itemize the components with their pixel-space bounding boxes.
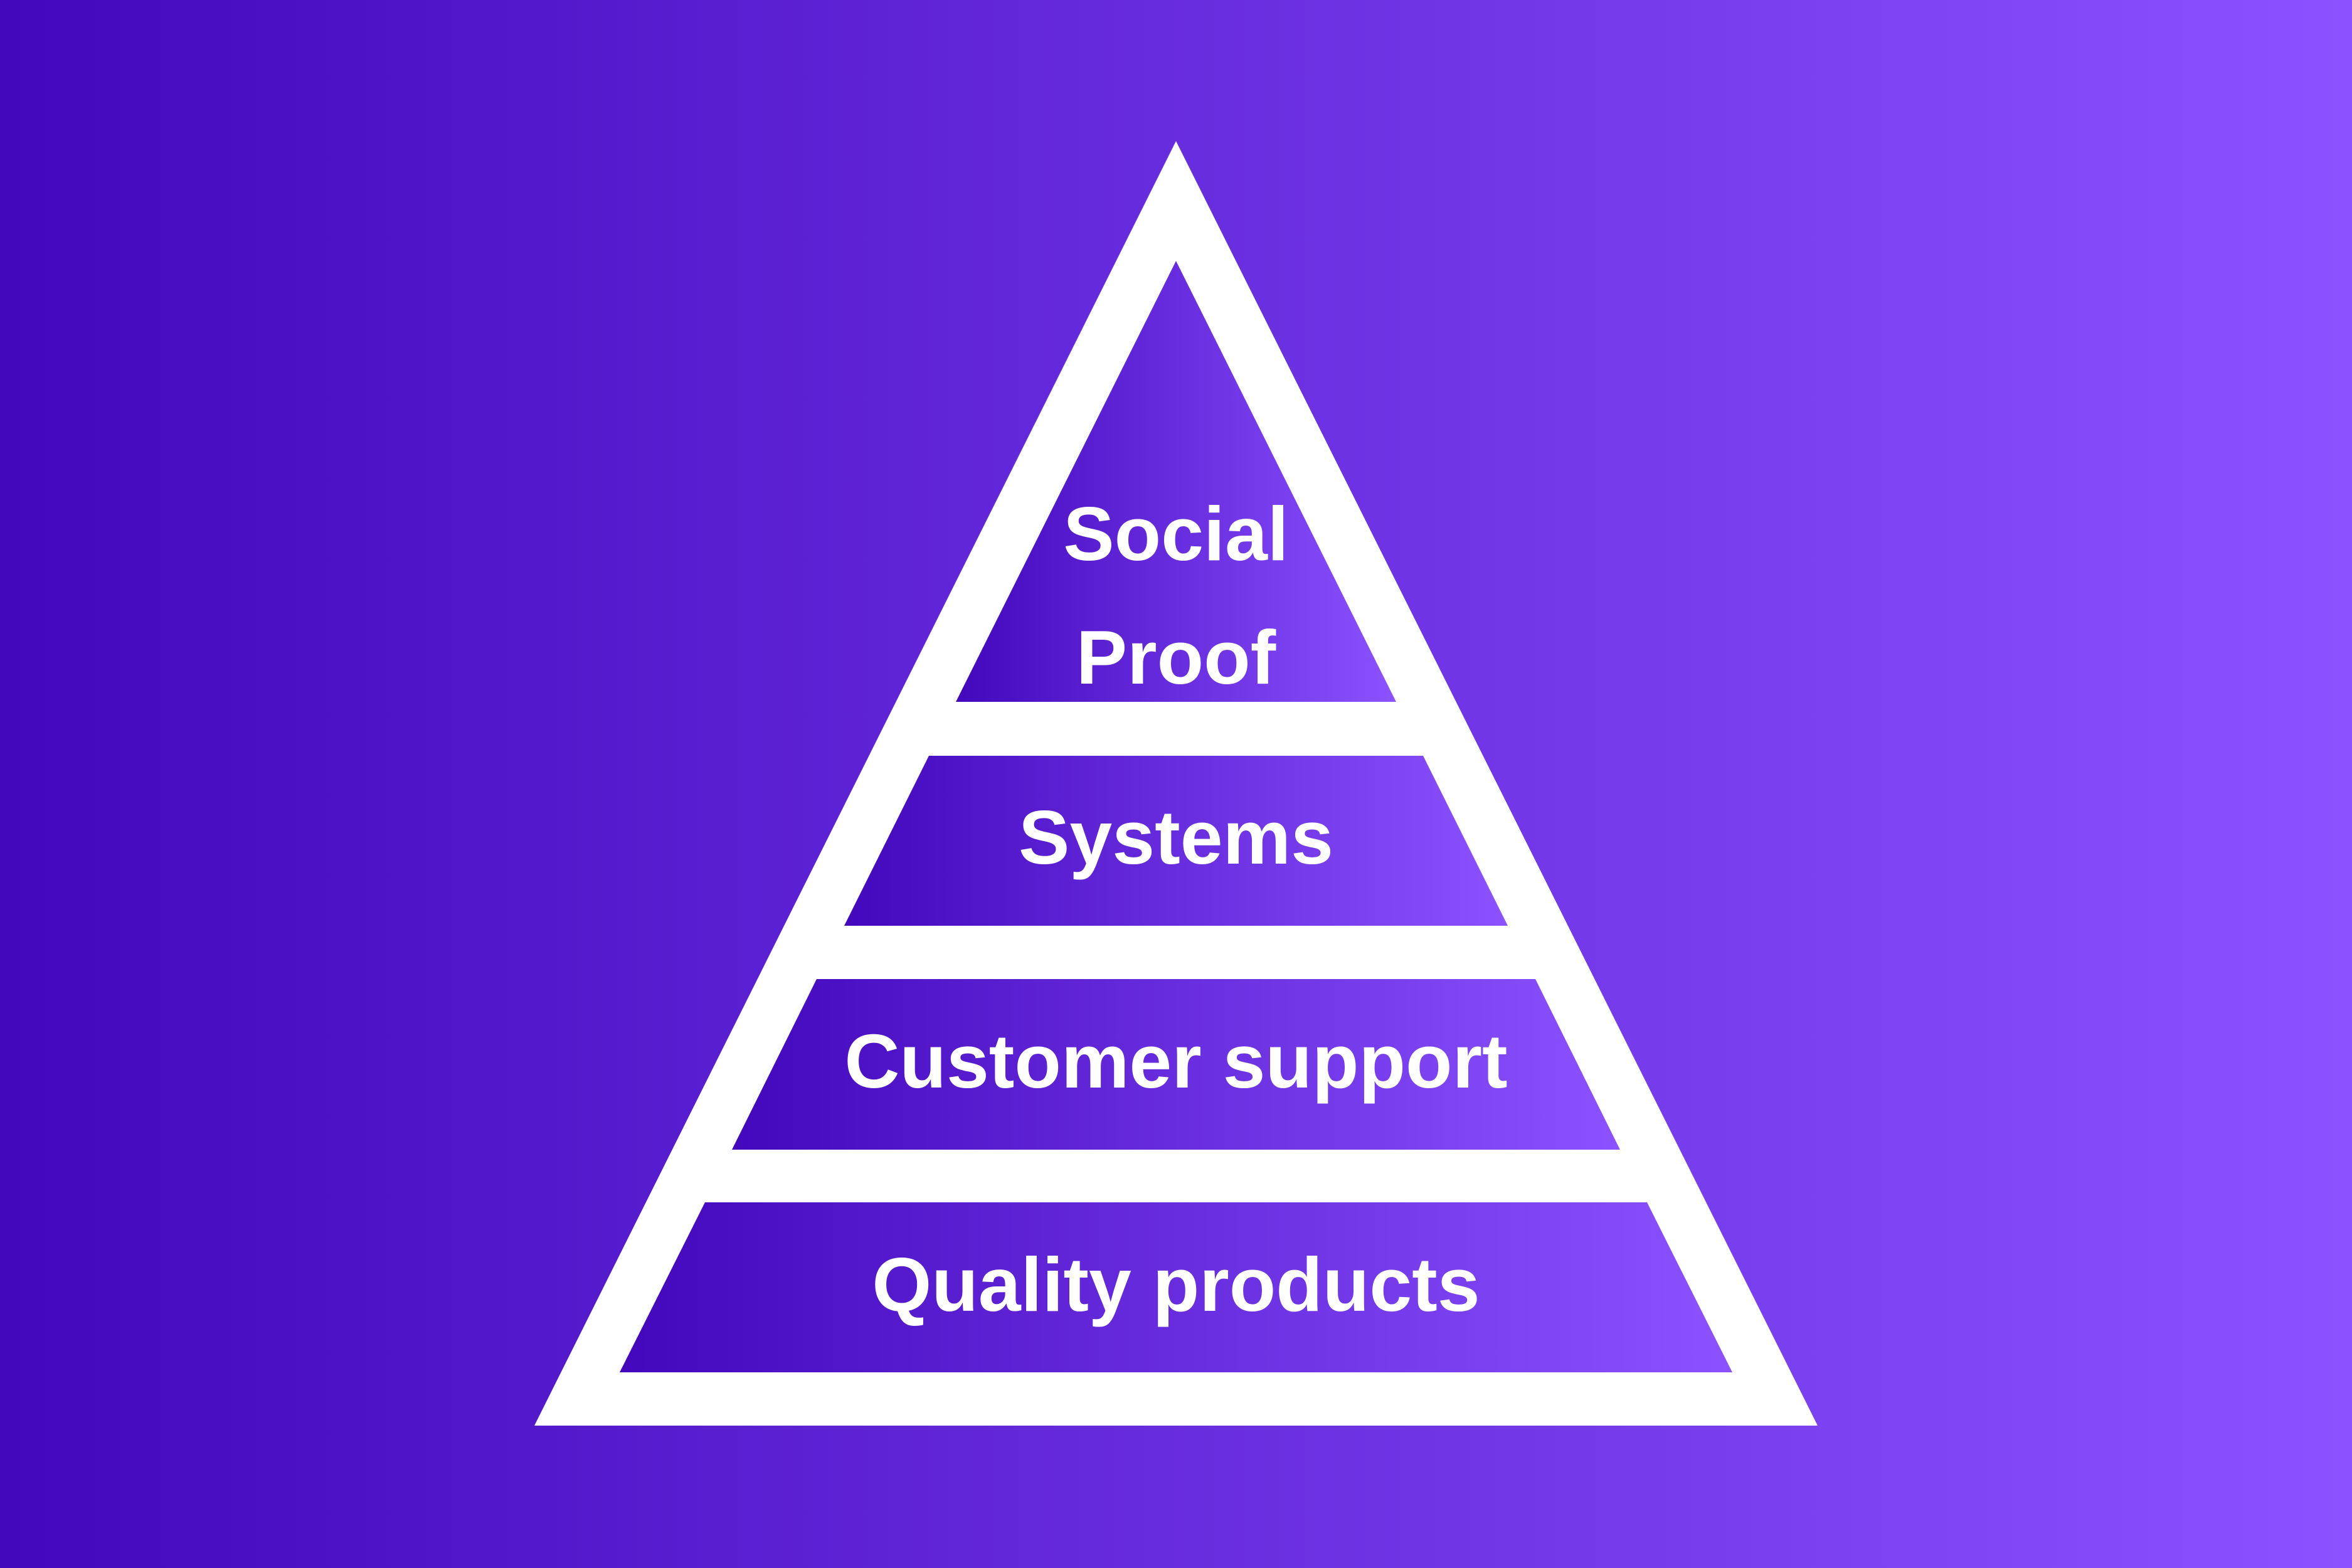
tier-3-shape — [732, 979, 1620, 1150]
tier-1-label-line-1: Social — [1063, 491, 1288, 576]
tier-2-label: Systems — [1019, 795, 1333, 880]
tier-4-shape — [620, 1202, 1732, 1372]
tier-2-shape — [844, 756, 1508, 926]
tier-3-label: Customer support — [844, 1019, 1507, 1104]
tier-1-label-line-2: Proof — [1076, 615, 1276, 700]
tier-4-label: Quality products — [872, 1242, 1480, 1327]
tier-1-shape — [956, 261, 1396, 702]
